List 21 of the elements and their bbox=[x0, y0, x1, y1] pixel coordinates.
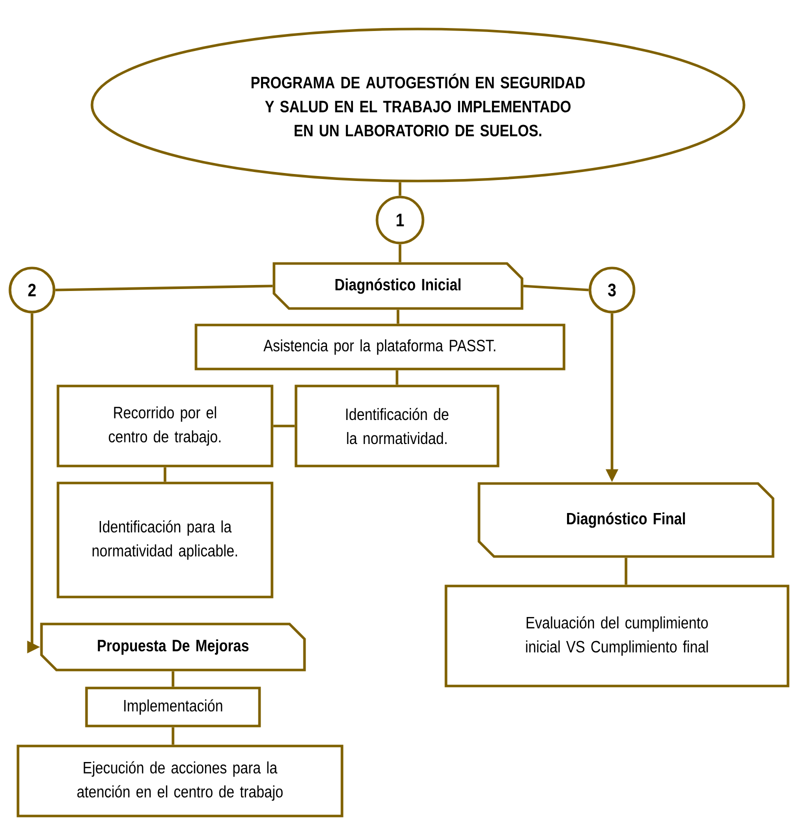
connector-line bbox=[396, 310, 400, 324]
connector-line bbox=[172, 671, 174, 687]
process-box: Implementación bbox=[85, 686, 261, 728]
process-box: Ejecución de acciones para la atención en el centro de trabajo bbox=[16, 744, 344, 818]
process-box: Evaluación del cumplimiento inicial VS Cumplimiento final bbox=[444, 584, 790, 688]
connector-line bbox=[164, 467, 166, 482]
connector-line bbox=[398, 244, 402, 262]
connector-line bbox=[624, 558, 628, 585]
connector-line bbox=[523, 284, 589, 292]
stage-box: Diagnóstico Inicial bbox=[272, 262, 524, 310]
stage-box: Propuesta De Mejoras bbox=[40, 622, 306, 672]
process-box: Identificación para la normatividad aplicable. bbox=[56, 482, 274, 598]
connector-line bbox=[55, 284, 273, 292]
process-box: Recorrido por el centro de trabajo. bbox=[56, 384, 274, 468]
stage-box: Diagnóstico Final bbox=[478, 482, 774, 558]
process-box: Asistencia por la plataforma PASST. bbox=[194, 324, 566, 370]
connector-line bbox=[398, 182, 402, 196]
process-box: Identificación de la normatividad. bbox=[294, 384, 500, 468]
connector-line bbox=[273, 424, 295, 428]
connector-line bbox=[396, 370, 398, 385]
connector-line bbox=[172, 727, 174, 745]
